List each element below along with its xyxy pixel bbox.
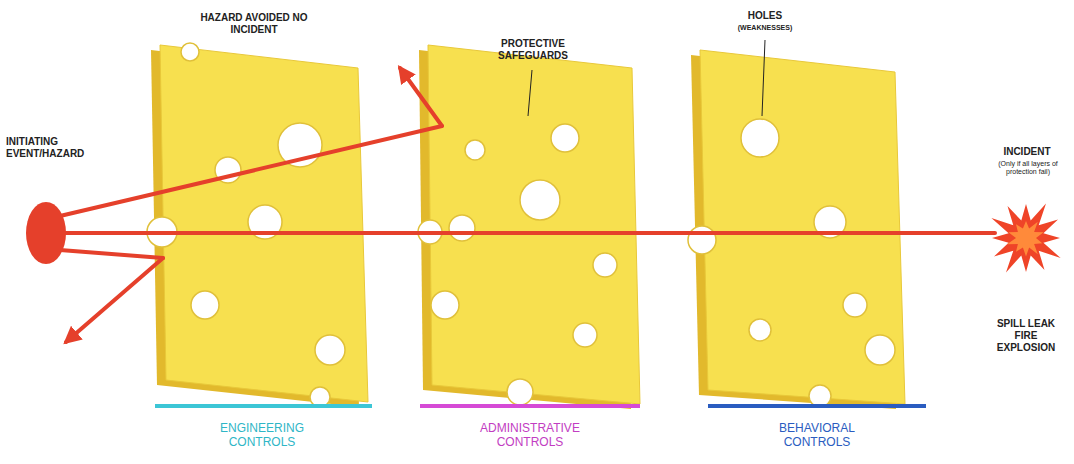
cheese-hole (315, 335, 345, 365)
cheese-hole (449, 215, 475, 241)
cheese-hole (191, 291, 219, 319)
cheese-hole (551, 124, 579, 152)
leader-line (762, 40, 765, 116)
cheese-hole (741, 119, 779, 157)
group-bar (708, 404, 926, 408)
burst-outer (991, 203, 1060, 272)
group-label: ADMINISTRATIVE CONTROLS (465, 422, 595, 450)
cheese-hole (688, 226, 716, 254)
outcome-label: INCIDENT (984, 146, 1070, 158)
cheese-hole (573, 323, 597, 347)
outcome-note: (Only if all layers of protection fail) (986, 160, 1070, 177)
cheese-hole (465, 140, 485, 160)
cheese-hole (843, 293, 867, 317)
hazard-source (26, 202, 66, 264)
cheese-hole (431, 291, 459, 319)
hazard-ray (60, 250, 163, 258)
deflected-arrow (66, 258, 163, 342)
cheese-slice (147, 43, 368, 407)
cheese-hole (749, 319, 771, 341)
cheese-hole (593, 253, 617, 277)
outcome-label: HAZARD AVOIDED NO INCIDENT (198, 12, 310, 36)
hazard-ray (60, 126, 442, 216)
hazard-rays (60, 68, 995, 342)
callout-sublabel: (WEAKNESSES) (725, 24, 805, 32)
burst-core (1007, 221, 1044, 257)
cheese-hole (507, 379, 533, 405)
slice-face (428, 45, 640, 404)
hazard-label: INITIATING EVENT/HAZARD (6, 136, 98, 160)
incident-burst (991, 203, 1060, 272)
callout-label: HOLES (735, 10, 795, 22)
deflected-arrow (400, 68, 442, 126)
cheese-hole (520, 180, 560, 220)
group-bar (155, 404, 372, 408)
cheese-hole (181, 43, 199, 61)
cheese-hole (809, 385, 831, 407)
cheese-slice (688, 50, 905, 409)
slice-face (700, 50, 905, 404)
slice-face (160, 45, 368, 402)
group-label: BEHAVIORAL CONTROLS (752, 422, 882, 450)
cheese-hole (865, 335, 895, 365)
group-label: ENGINEERING CONTROLS (197, 422, 327, 450)
hazard-trajectory (60, 231, 995, 235)
callout-label: PROTECTIVE SAFEGUARDS (490, 38, 576, 62)
group-bar (420, 404, 640, 408)
cheese-slice (418, 45, 640, 409)
leader-line (528, 70, 532, 116)
incident-types: SPILL LEAK FIRE EXPLOSION (990, 318, 1062, 354)
